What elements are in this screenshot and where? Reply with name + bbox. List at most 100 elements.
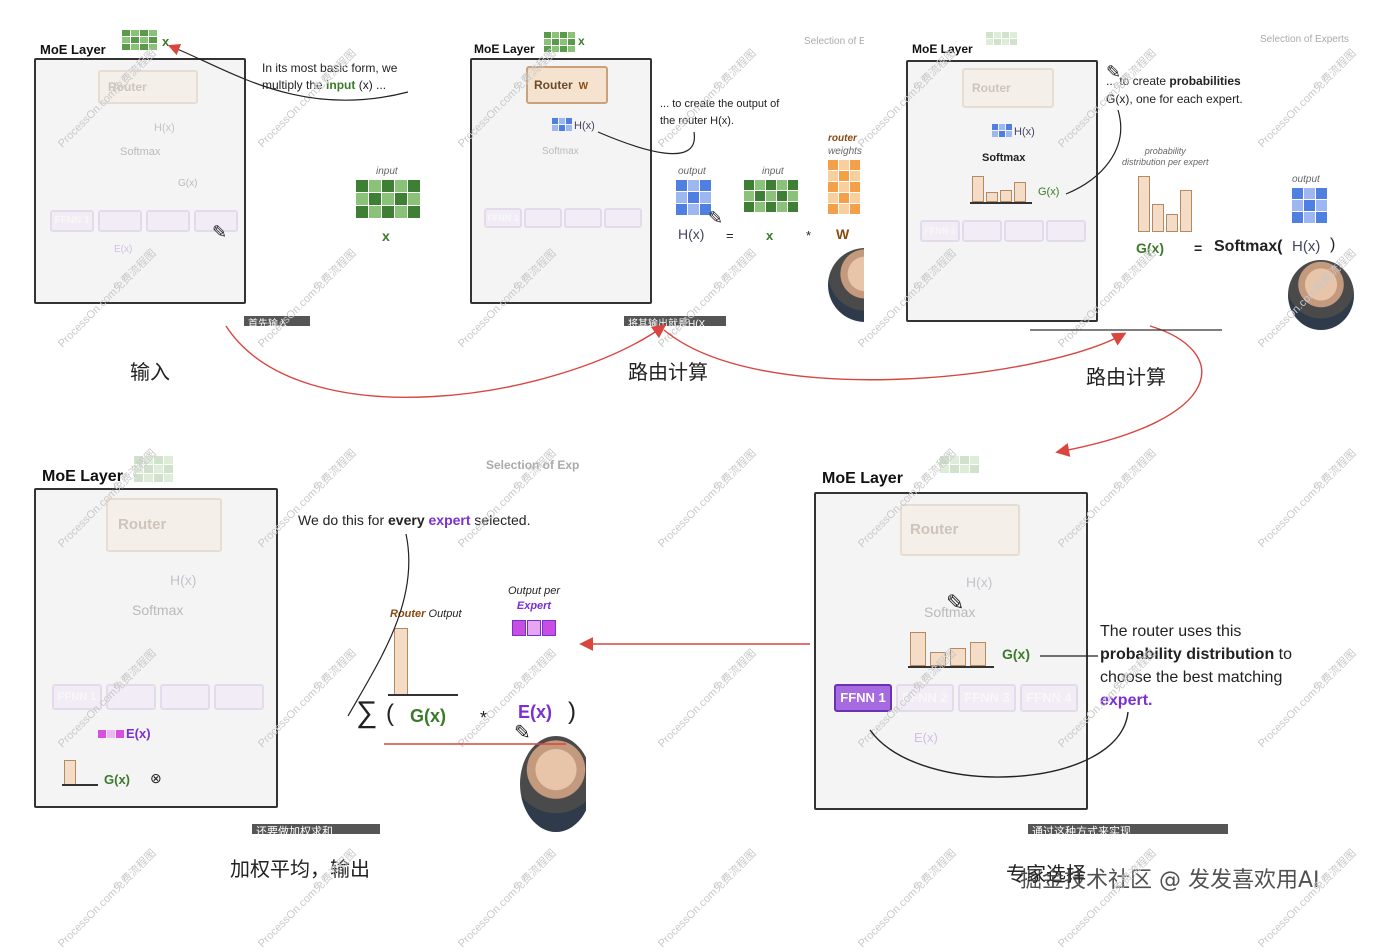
input-note: In its most basic form, we multiply the …: [262, 61, 398, 92]
every-expert-note: We do this for every expert selected.: [298, 512, 531, 528]
eq-equals: =: [1194, 240, 1203, 256]
flow-arrows: [167, 43, 1222, 778]
x-label-top: x: [162, 34, 170, 49]
ffnn-4: [1046, 220, 1086, 242]
eq-softmax: Softmax(: [1214, 238, 1283, 255]
panel-header: Selection of Exp: [486, 458, 580, 472]
caption-router-1: 路由计算: [628, 360, 708, 384]
ffnn-2: [962, 220, 1002, 242]
ffnn-2: [98, 210, 142, 232]
output-label: output: [1292, 174, 1320, 185]
gx-axis: [62, 784, 98, 786]
softmax-label: Softmax: [924, 604, 976, 620]
ffnn-1: FFNN 1: [484, 208, 522, 228]
ffnn-1: FFNN 1: [52, 684, 102, 710]
moe-box: Router H(x) Softmax FFNN 1 E(x) G(x) ✎: [34, 58, 246, 304]
moe-box: Router H(x) Softmax FFNN 1 E(x) G(x) ⊗: [34, 488, 278, 808]
presenter-avatar: [1288, 260, 1354, 330]
pencil-icon: ✎: [708, 208, 724, 228]
eq-close: ): [1330, 236, 1336, 253]
arrow-router-note-2: [597, 131, 695, 155]
pencil-icon: ✎: [212, 222, 228, 242]
credit-watermark: 掘金技术社区 @ 发发喜欢用AI: [1020, 868, 1320, 893]
input-label: input: [762, 166, 784, 177]
hx-vector: [552, 118, 572, 131]
ffnn-2: [106, 684, 156, 710]
paren-close: ): [568, 698, 576, 725]
eq-gx: G(x): [1136, 240, 1164, 256]
arrow-router-to-softmax: [663, 329, 1127, 381]
ex-vector: [98, 730, 124, 738]
moe-box: Router H(x) Softmax ✎ G(x) FFNN 1 FFNN 2…: [814, 492, 1088, 810]
ex-label: E(x): [114, 244, 133, 255]
router-block: Router: [106, 498, 222, 552]
subtitle-strip: [244, 316, 310, 326]
hx-label: H(x): [170, 572, 197, 588]
softmax-label: Softmax: [120, 146, 161, 158]
input-matrix-x: x: [382, 228, 390, 244]
ffnn-4: FFNN 4: [1020, 684, 1078, 712]
caption-weighted-sum: 加权平均，输出: [230, 857, 370, 881]
ffnn-1: FFNN 1: [50, 210, 94, 232]
router-block: Router: [98, 70, 198, 104]
router-output-axis: [388, 694, 458, 696]
gx-label: G(x): [1038, 186, 1060, 198]
moe-layer-title: MoE Layer: [474, 42, 535, 56]
router-w-label: W: [578, 81, 589, 92]
eq-x: x: [766, 228, 774, 243]
eq-equals: =: [726, 228, 734, 243]
probabilities-note: ... to create probabilities G(x), one fo…: [1106, 74, 1243, 106]
eq-hx: H(x): [678, 226, 705, 242]
ffnn-4: [214, 684, 264, 710]
ffnn-1-selected: FFNN 1: [834, 684, 892, 712]
input-x-matrix-top: [134, 456, 173, 482]
moe-layer-title: MoE Layer: [912, 42, 973, 56]
paren-open: (: [386, 700, 394, 727]
pencil-icon: ✎: [1106, 62, 1122, 82]
router-uses-note: The router uses this probability distrib…: [1100, 623, 1293, 709]
ffnn-3: [564, 208, 602, 228]
panel-header: Selection of Experts: [1260, 34, 1349, 45]
ffnn-3: [146, 210, 190, 232]
panel-input: MoE Layer x Router H(x) Softmax FFNN 1 E…: [26, 28, 426, 326]
arrow-softmax-to-selection: [1055, 325, 1203, 457]
moe-layer-title: MoE Layer: [42, 468, 123, 485]
output-label: output: [678, 166, 706, 177]
output-matrix: [676, 180, 711, 215]
pencil-icon: ✎: [514, 722, 531, 744]
input-x-matrix-top: [544, 32, 575, 52]
gx-bar-chart: [970, 176, 1034, 204]
subtitle-text: 通过这种方式来实现: [1032, 826, 1131, 834]
input-matrix: [356, 180, 420, 218]
router-block: Router: [962, 68, 1054, 108]
subtitle-strip: [252, 824, 380, 834]
moe-layer-title: MoE Layer: [822, 470, 903, 487]
moe-box: Router H(x) Softmax G(x) FFNN 1: [906, 60, 1098, 322]
x-label-top: x: [578, 34, 585, 48]
arrow-select-expert: [869, 711, 1129, 778]
prob-dist-chart: [1136, 176, 1192, 232]
sum-symbol: ∑: [356, 696, 378, 729]
caption-router-2: 路由计算: [1086, 365, 1166, 389]
eq-gx: G(x): [410, 706, 446, 726]
gx-label: G(x): [178, 178, 198, 189]
moe-layer-title: MoE Layer: [40, 42, 106, 57]
presenter-avatar: [520, 736, 586, 832]
hx-label: H(x): [574, 120, 595, 132]
subtitle-strip: [624, 316, 726, 326]
eq-times: *: [480, 708, 488, 728]
arrow-router-note-1: [167, 43, 409, 101]
subtitle-text: 还要做加权求和: [256, 826, 333, 834]
ffnn-2: FFNN 2: [896, 684, 954, 712]
caption-expert-selection: 专家选择: [1006, 862, 1086, 886]
input-caption-small: input: [376, 166, 398, 177]
hx-vector: [992, 124, 1012, 137]
ffnn-2: [524, 208, 562, 228]
ffnn-3: [160, 684, 210, 710]
gx-bar-chart: [908, 630, 998, 668]
ffnn-4: [194, 210, 238, 232]
